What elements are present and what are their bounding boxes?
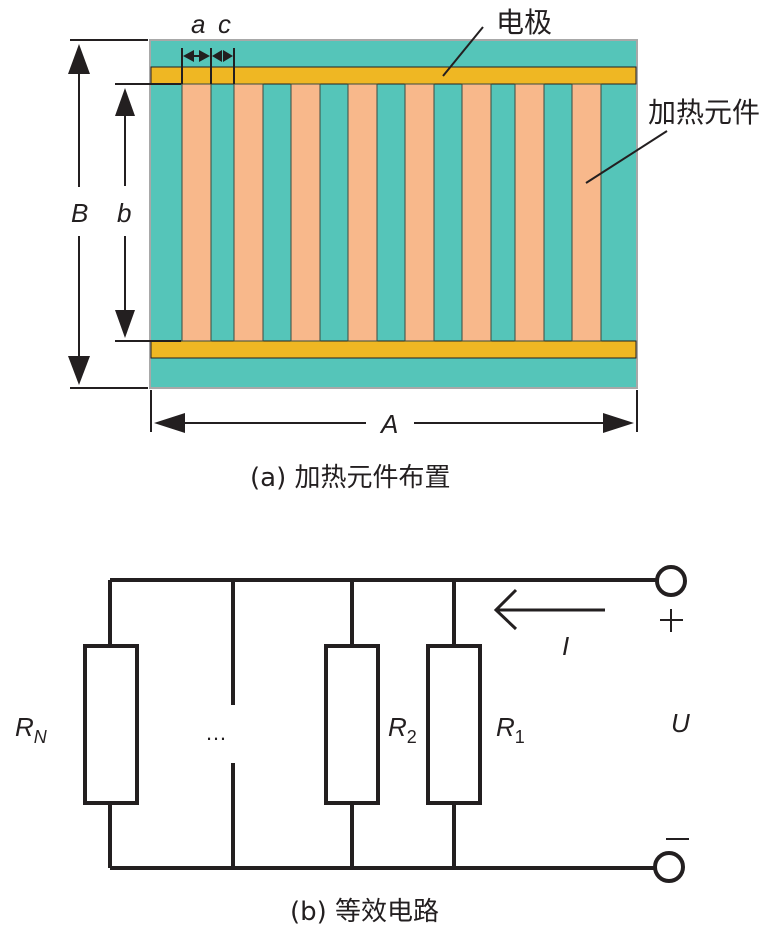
heater-strip bbox=[290, 83, 321, 342]
dimension-b bbox=[115, 83, 181, 342]
label-B: B bbox=[71, 198, 88, 228]
terminal-positive bbox=[655, 565, 687, 597]
dimension-a-c bbox=[181, 48, 235, 84]
heater-strip bbox=[461, 83, 492, 342]
arrow-A-left bbox=[154, 413, 185, 433]
label-R2: R2 bbox=[388, 712, 417, 747]
dimension-a-arrows bbox=[183, 50, 233, 62]
heater-elements bbox=[181, 83, 602, 342]
heater-strip bbox=[404, 83, 435, 342]
caption-b: (b) 等效电路 bbox=[290, 897, 439, 927]
dimension-B bbox=[70, 39, 148, 389]
label-current-I: I bbox=[562, 631, 569, 661]
heater-strip bbox=[514, 83, 545, 342]
arrow-b-down bbox=[115, 310, 135, 338]
label-a: a bbox=[191, 9, 205, 39]
heater-strip bbox=[181, 83, 212, 342]
label-heater: 加热元件 bbox=[648, 96, 760, 129]
dimension-A bbox=[150, 390, 638, 432]
current-arrow-head bbox=[493, 588, 518, 631]
resistor-RN bbox=[83, 644, 139, 805]
resistor-R2 bbox=[324, 644, 380, 805]
substrate bbox=[149, 39, 638, 389]
caption-a: (a) 加热元件布置 bbox=[250, 463, 451, 493]
heater-strip bbox=[233, 83, 264, 342]
label-b: b bbox=[117, 198, 131, 228]
panel-b-labels: RN … R2 R1 I U (b) 等效电路 bbox=[15, 631, 690, 927]
heater-strip bbox=[347, 83, 378, 342]
heater-leader-line bbox=[585, 130, 668, 184]
ellipsis-label: … bbox=[205, 720, 227, 745]
label-voltage-U: U bbox=[671, 708, 690, 738]
label-RN: RN bbox=[15, 712, 48, 747]
panel-a-heater-layout: a c 电极 加热元件 B b bbox=[68, 6, 760, 493]
terminal-negative bbox=[653, 851, 685, 883]
arrow-A-right bbox=[603, 413, 634, 433]
heater-strip bbox=[571, 83, 602, 342]
electrode-top bbox=[150, 66, 637, 85]
panel-b-equivalent-circuit bbox=[83, 565, 689, 883]
electrode-leader-line bbox=[442, 26, 484, 77]
plus-sign-icon bbox=[660, 609, 683, 632]
arrow-b-up bbox=[115, 88, 135, 116]
label-electrode: 电极 bbox=[496, 6, 552, 39]
electrode-bottom bbox=[150, 340, 637, 359]
label-R1: R1 bbox=[496, 712, 525, 747]
arrow-B-up bbox=[68, 44, 90, 74]
label-A: A bbox=[379, 409, 398, 439]
resistor-R1 bbox=[426, 644, 482, 805]
label-c: c bbox=[218, 9, 231, 39]
arrow-B-down bbox=[68, 356, 90, 385]
